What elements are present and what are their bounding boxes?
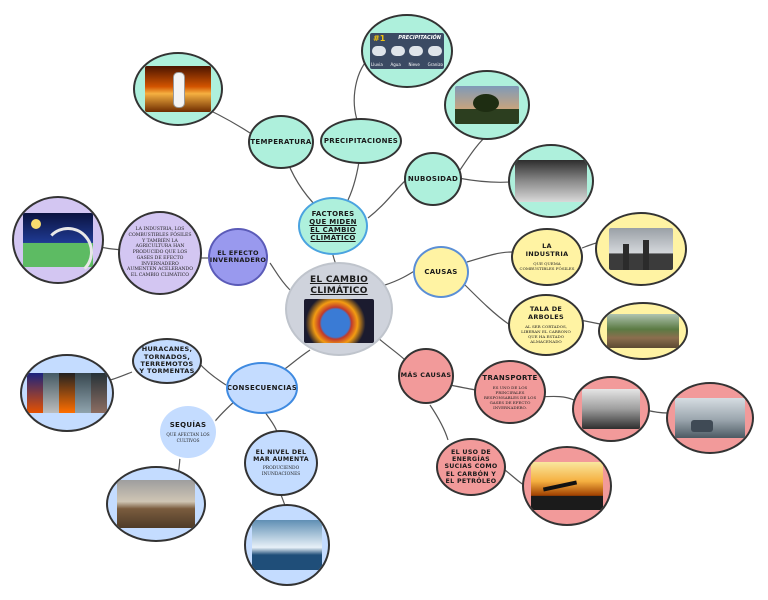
steam-train-image xyxy=(582,389,640,429)
melting-ice-image xyxy=(252,520,322,570)
storm-clouds-image xyxy=(515,160,587,202)
temperatura-node[interactable]: TEMPERATURA xyxy=(248,115,314,169)
precip-title: PRECIPITACIÓN xyxy=(398,35,441,41)
cloud-water-icon xyxy=(390,46,405,56)
precipitacion-widget-node[interactable]: #1 PRECIPITACIÓN Lluvia Agua Nieve Grani… xyxy=(361,14,453,88)
factores-line3: EL CAMBIO xyxy=(310,226,356,234)
precipitaciones-node[interactable]: PRECIPITACIONES xyxy=(320,118,402,164)
greenhouse-diagram-image xyxy=(23,213,93,277)
mas-causas-node[interactable]: MÁS CAUSAS xyxy=(398,348,454,404)
natural-disasters-collage xyxy=(27,373,107,413)
precip-label-0: Lluvia xyxy=(371,62,383,67)
pumpjack-icon xyxy=(542,480,578,492)
earth-fire-image xyxy=(304,298,374,343)
tala-node[interactable]: TALA DE ARBOLES al ser cortados, liberan… xyxy=(508,294,584,356)
nubosidad-node[interactable]: NUBOSIDAD xyxy=(404,152,462,206)
factory-smoke-image xyxy=(609,228,673,270)
tree-image-node[interactable] xyxy=(444,70,530,140)
efecto-invernadero-node[interactable]: EL EFECTO INVERNADERO xyxy=(208,228,268,286)
chimney-icon-2 xyxy=(643,240,649,270)
industria-node[interactable]: LA INDUSTRIA que quema combustibles fósi… xyxy=(511,228,583,286)
energias-sucias-node[interactable]: EL USO DE ENERGÍAS SUCIAS COMO EL CARBÓN… xyxy=(436,438,506,496)
cloud-snow-icon xyxy=(409,46,424,56)
nubosidad-label: NUBOSIDAD xyxy=(407,174,459,183)
precip-label-2: Nieve xyxy=(408,62,420,67)
clouds-image-node[interactable] xyxy=(508,144,594,218)
ice-image-node[interactable] xyxy=(244,504,330,586)
mas-causas-label: MÁS CAUSAS xyxy=(400,371,452,380)
thermometer-fire-image xyxy=(145,66,211,112)
sun-icon xyxy=(31,219,41,229)
factores-node[interactable]: FACTORES QUE MIDEN EL CAMBIO CLIMÁTICO xyxy=(298,197,368,255)
consecuencias-node[interactable]: CONSECUENCIAS xyxy=(226,362,298,414)
efecto-description: La industria, los combustibles fósiles y… xyxy=(127,227,193,279)
atmosphere-arc xyxy=(43,227,93,277)
oil-pump-sunset-image xyxy=(531,462,603,510)
greenhouse-image-node[interactable] xyxy=(12,196,104,284)
temperatura-label: TEMPERATURA xyxy=(250,137,312,146)
consecuencias-label: CONSECUENCIAS xyxy=(226,383,298,392)
mar-desc: Produciendo inundaciones xyxy=(261,466,301,477)
sequias-node[interactable]: SEQUÍAS que afectan los cultivos xyxy=(158,404,218,460)
train-image-node[interactable] xyxy=(572,376,650,442)
transporte-label: TRANSPORTE xyxy=(482,373,538,382)
factores-line4: CLIMÁTICO xyxy=(310,234,356,243)
tala-label: TALA DE ARBOLES xyxy=(528,305,564,321)
tree-cloud-image xyxy=(455,86,519,124)
central-title: EL CAMBIO CLIMÁTICO xyxy=(309,275,369,296)
car-icon xyxy=(691,420,713,432)
drought-image-node[interactable] xyxy=(106,466,206,542)
deforestation-image-node[interactable] xyxy=(598,302,688,360)
precipitation-widget: #1 PRECIPITACIÓN Lluvia Agua Nieve Grani… xyxy=(370,33,444,69)
traffic-image-node[interactable] xyxy=(666,382,754,454)
efecto-label: EL EFECTO INVERNADERO xyxy=(209,248,267,264)
chimney-icon xyxy=(623,244,629,270)
causas-node[interactable]: CAUSAS xyxy=(413,246,469,298)
tala-desc: al ser cortados, liberan el carbono que … xyxy=(521,323,571,344)
factores-line1: FACTORES xyxy=(311,209,355,218)
central-node[interactable]: EL CAMBIO CLIMÁTICO xyxy=(285,262,393,356)
precip-label-3: Granizo xyxy=(427,62,443,67)
sequias-label: SEQUÍAS xyxy=(169,421,207,430)
efecto-description-node[interactable]: La industria, los combustibles fósiles y… xyxy=(118,211,202,295)
oil-pump-image-node[interactable] xyxy=(522,446,612,526)
disasters-image-node[interactable] xyxy=(20,354,114,432)
temperatura-image-node[interactable] xyxy=(133,52,223,126)
industria-label: LA INDUSTRIA xyxy=(525,242,569,258)
precip-number: #1 xyxy=(373,34,386,43)
factores-line2: QUE MIDEN xyxy=(309,217,357,226)
tree-icon xyxy=(473,94,499,112)
mar-label: EL NIVEL DEL MAR AUMENTA xyxy=(253,448,309,463)
uso-label: EL USO DE ENERGÍAS SUCIAS COMO EL CARBÓN… xyxy=(444,448,498,485)
factory-image-node[interactable] xyxy=(595,212,687,286)
huracanes-label: HURACANES, TORNADOS, TERREMOTOS Y TORMEN… xyxy=(139,345,195,376)
thermometer-icon xyxy=(173,72,185,108)
drought-land-image xyxy=(117,480,195,528)
traffic-jam-image xyxy=(675,398,745,438)
cloud-hail-icon xyxy=(427,46,442,56)
transporte-desc: es uno de los principales responsables d… xyxy=(483,385,537,411)
precip-label-1: Agua xyxy=(390,62,401,67)
nivel-mar-node[interactable]: EL NIVEL DEL MAR AUMENTA Produciendo inu… xyxy=(244,430,318,496)
deforestation-image xyxy=(607,314,679,348)
precipitaciones-label: PRECIPITACIONES xyxy=(323,136,399,145)
industria-desc: que quema combustibles fósiles xyxy=(519,260,575,271)
transporte-node[interactable]: TRANSPORTE es uno de los principales res… xyxy=(474,360,546,424)
sequias-desc: que afectan los cultivos xyxy=(166,432,210,443)
cloud-rain-icon xyxy=(372,46,386,56)
causas-label: CAUSAS xyxy=(424,267,458,276)
huracanes-node[interactable]: HURACANES, TORNADOS, TERREMOTOS Y TORMEN… xyxy=(132,338,202,384)
